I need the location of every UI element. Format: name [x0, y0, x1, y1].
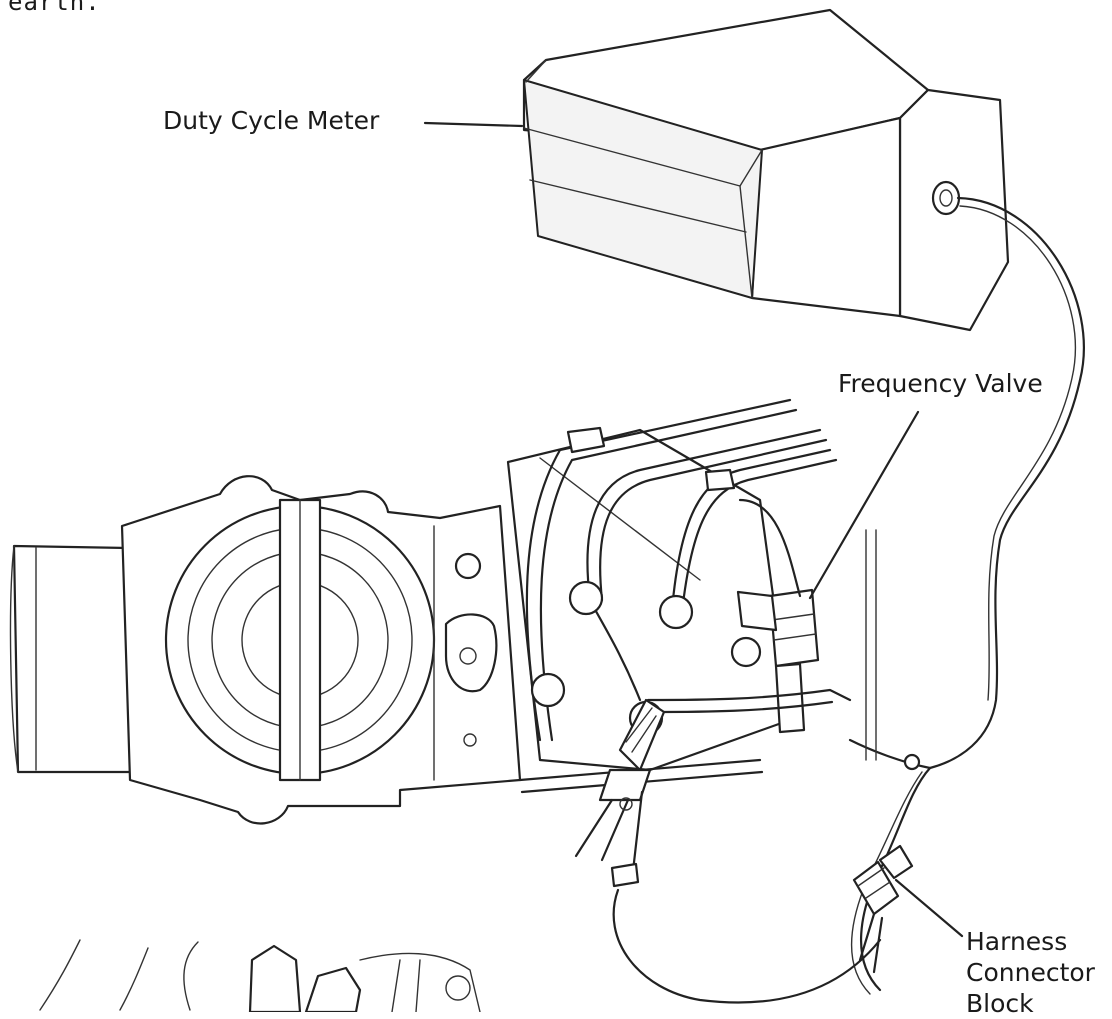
engine-fragment [39, 939, 481, 1012]
harness-connector [852, 753, 964, 974]
fuel-lines [506, 398, 920, 794]
harness-label-line-3: Block [966, 989, 1034, 1018]
frequency-valve-label: Frequency Valve [838, 369, 1043, 398]
harness-label-line-1: Harness [966, 927, 1068, 956]
header-text: earth. [8, 0, 101, 16]
duty-cycle-meter-label: Duty Cycle Meter [163, 106, 380, 135]
harness-label-line-2: Connector [966, 958, 1095, 987]
alligator-clip [574, 698, 666, 888]
throttle-body [9, 475, 522, 825]
harness-connector-block-label: Harness Connector Block [966, 926, 1095, 1019]
duty-cycle-meter-illustration [423, 8, 1010, 332]
